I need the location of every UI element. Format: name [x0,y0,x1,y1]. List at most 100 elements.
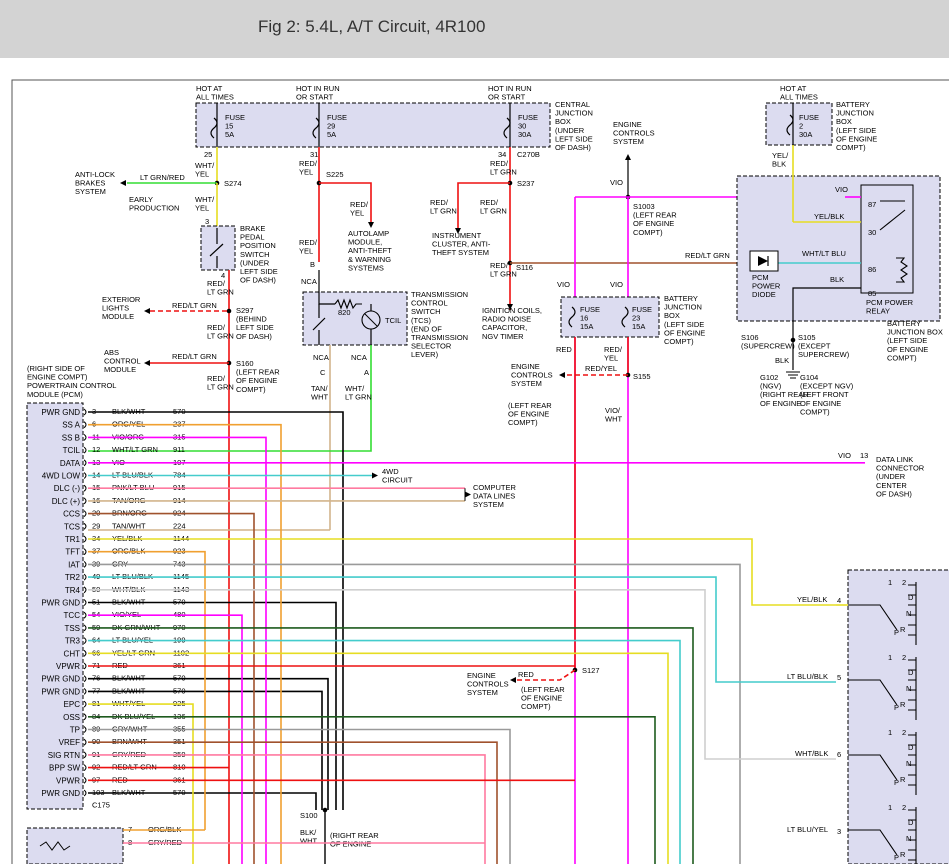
pcm-pin-name: DLC (-) [54,484,81,493]
fuse-29-label: 29 [327,122,335,131]
hot-at-all-times-label: ALL TIMES [780,93,818,102]
switch-position-label: N [906,834,911,843]
brake-switch-label: (UNDER [240,258,270,267]
pcm-pin-name: PWR GND [41,687,80,696]
exterior-lights-label: MODULE [102,312,134,321]
g102-label: (NGV) [760,382,782,391]
fuse-16-label: 15A [580,322,593,331]
fuse-16-label: FUSE [580,305,600,314]
dlc-label: OF DASH) [876,489,912,498]
tcs-label: TRANSMISSION [411,290,468,299]
s297-label: OF DASH) [236,332,272,341]
battery-junction-box-label: JUNCTION [836,109,874,118]
wire-label: YEL [195,170,209,179]
battery-junction-box-label: OF ENGINE [664,328,705,337]
switch-position-label: 1 [888,578,892,587]
pcm-pin-name: TCIL [63,446,81,455]
pcm-connector-pin [83,586,87,594]
battery-junction-box-label: (LEFT SIDE [887,336,927,345]
range-switch-contact [848,754,898,781]
pcm-pin-name: PWR GND [41,789,80,798]
dlc-label: (UNDER [876,472,906,481]
wire-label: RED/ [480,198,499,207]
splice-label: S237 [517,179,535,188]
pcm-connector-pin [83,535,87,543]
range-switch-box [847,569,949,864]
title-bar: Fig 2: 5.4L, A/T Circuit, 4R100 [0,0,949,58]
wire-label: LT GRN [490,168,517,177]
pcm-relay-label: RELAY [866,307,890,316]
connector-label: C270B [517,150,540,159]
pcm-pin-name: TCC [64,611,81,620]
four-wd-label: 4WD [382,467,399,476]
pcm-connector-pin [83,497,87,505]
pcm-connector-pin [83,649,87,657]
wire-red-ltgrn [457,182,510,228]
pcm-connector-pin [83,776,87,784]
pcm-wire-91 [88,754,486,864]
four-wd-label: CIRCUIT [382,476,413,485]
abs-module-label: ABS [104,348,119,357]
engine-controls-label: CONTROLS [467,680,509,689]
battery-junction-box-label: OF ENGINE [887,345,928,354]
resistor-icon [334,298,362,310]
pcm-pin-name: PWR GND [41,675,80,684]
pcm-pin-name: PWR GND [41,599,80,608]
range-switch-contact [848,679,898,706]
pcm-wire-20 [88,512,255,864]
brake-switch-label: POSITION [240,241,276,250]
wire-red [516,669,576,681]
wire-label: LT BLU/YEL [787,825,828,834]
fuse-23-label: 15A [632,322,645,331]
switch-position-label: 2 [902,803,906,812]
switch-blade [209,243,224,257]
fuse-30-label: FUSE [518,113,538,122]
instrument-cluster-label: CLUSTER, ANTI- [432,240,491,249]
pcm-pin-name: 4WD LOW [42,472,81,481]
s100-location-label: OF ENGINE [330,840,371,849]
brake-switch-label: LEFT SIDE [240,267,278,276]
wire-label: WHT [311,393,328,402]
ground-icon [786,371,800,379]
wire-label: LT GRN [207,288,234,297]
wire-label: YEL [299,168,313,177]
abs-module-label: MODULE [104,365,136,374]
computer-data-label: COMPUTER [473,483,517,492]
switch-position-label: D [908,668,914,677]
g104-label: COMPT) [800,407,830,416]
engine-controls-label: SYSTEM [511,379,542,388]
s297-label: (BEHIND [236,315,267,324]
pcm-pin-name: TR3 [65,637,81,646]
pcm-relay-body [860,184,914,294]
s1003-label: S1003 [633,202,655,211]
wire-label: RED/ [207,374,226,383]
wire-label: BLK [830,275,844,284]
switch-position-label: R [900,700,906,709]
switch-position-label: N [906,609,911,618]
pcm-pin-name: EPC [64,700,81,709]
fuse-15-label: 5A [225,130,234,139]
pcm-connector-pin [83,675,87,683]
exterior-lights-label: LIGHTS [102,304,129,313]
g102-label: (RIGHT REAR [760,390,809,399]
wire-label: RED/LT GRN [172,352,217,361]
central-junction-box-label: CENTRAL [555,100,590,109]
central-junction-box-label: LEFT SIDE [555,134,593,143]
tcs-label: (TCS) [411,316,431,325]
switch-position-label: D [908,743,914,752]
s106-label: (SUPERCREW) [741,342,795,351]
pcm-pin-name: OSS [63,713,80,722]
pcm-pin-name: TR4 [65,586,81,595]
wire-label: RED/ [604,345,623,354]
fuse-30-label: 30A [518,130,531,139]
wire-label: RED/ [299,159,318,168]
switch-position-label: N [906,759,911,768]
s160-label: (LEFT REAR [236,368,280,377]
tcs-box [302,291,408,346]
s297-label: LEFT SIDE [236,323,274,332]
splice-label: S116 [516,263,533,272]
pcm-connector-pin [83,726,87,733]
pcm-pin-name: TFT [65,548,80,557]
pcm-connector-pin [83,700,87,708]
